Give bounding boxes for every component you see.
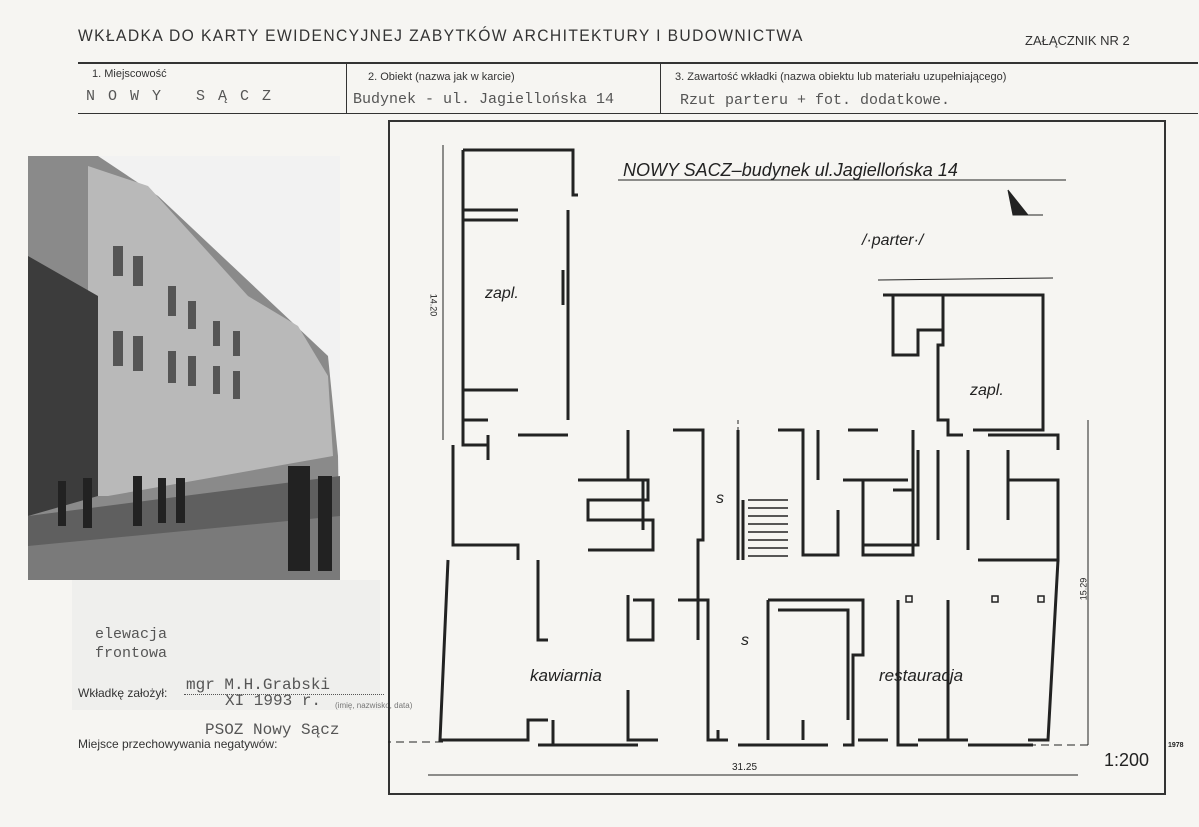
- wall: [766, 600, 850, 740]
- wall: [673, 428, 728, 742]
- wall: [858, 600, 918, 747]
- negatives-value: PSOZ Nowy Sącz: [205, 721, 340, 739]
- wall: [936, 293, 1045, 432]
- wall: [966, 433, 1060, 562]
- author-dotted-line: [184, 694, 384, 695]
- wall: [1028, 559, 1060, 742]
- author-label: Wkładkę założył:: [78, 686, 168, 700]
- date-hint: (imię, nazwisko, data): [335, 701, 413, 710]
- wall: [863, 450, 940, 547]
- dimension-left: 14.20: [428, 293, 439, 317]
- wall: [626, 690, 805, 742]
- margin-note: 1978: [1168, 742, 1184, 749]
- divider: [660, 62, 661, 114]
- photo-caption-line2: frontowa: [95, 645, 168, 662]
- dimension-right: 15.29: [1078, 577, 1089, 601]
- document-title: WKŁADKA DO KARTY EWIDENCYJNEJ ZABYTKÓW A…: [78, 26, 804, 45]
- dimension-bottom: 31.25: [732, 762, 758, 773]
- dashed-line: [388, 741, 1088, 746]
- field-value-content: Rzut parteru + fot. dodatkowe.: [680, 92, 951, 109]
- field-value-object: Budynek - ul. Jagiellońska 14: [353, 91, 615, 108]
- wall: [936, 365, 1008, 437]
- room-label: kawiarnia: [530, 666, 602, 685]
- wall: [461, 420, 568, 447]
- wall: [843, 428, 915, 492]
- date-value: XI 1993 r.: [225, 692, 322, 710]
- wall: [561, 210, 570, 420]
- wall: [626, 595, 655, 642]
- annex-number: ZAŁĄCZNIK NR 2: [1025, 33, 1130, 48]
- caption-card: [72, 580, 380, 710]
- scale-label: 1:200: [1104, 750, 1150, 770]
- facade-photo: [28, 156, 340, 580]
- floor-plan-drawing: [388, 145, 1089, 776]
- field-label-object: 2. Obiekt (nazwa jak w karcie): [368, 71, 515, 83]
- field-value-locality: N O W Y S Ą C Z: [86, 88, 274, 105]
- wall: [768, 598, 865, 747]
- wall: [918, 600, 968, 742]
- room-label: s: [716, 490, 724, 507]
- divider: [78, 113, 1198, 114]
- photo-caption-line1: elewacja: [95, 626, 168, 643]
- wall-line: [877, 277, 1054, 281]
- wall: [536, 560, 555, 745]
- floor-label: /·parter·/: [862, 232, 924, 249]
- plan-title: NOWY SACZ–budynek ul.Jagiellońska 14: [623, 160, 958, 180]
- floor-plan-frame: NOWY SACZ–budynek ul.Jagiellońska 14 /·p…: [388, 120, 1166, 795]
- wall: [463, 148, 578, 197]
- room-label: s: [741, 632, 749, 649]
- wall: [438, 559, 548, 742]
- facade-photo-image: [28, 156, 340, 580]
- wall: [861, 475, 915, 557]
- room-label: zapl.: [485, 285, 519, 302]
- room-label: zapl.: [970, 382, 1004, 399]
- room-label: restauracja: [879, 666, 964, 685]
- field-label-content: 3. Zawartość wkładki (nazwa obiektu lub …: [675, 71, 1007, 83]
- negatives-label: Miejsce przechowywania negatywów:: [78, 737, 278, 751]
- field-label-locality: 1. Miejscowość: [92, 68, 167, 80]
- wall: [883, 293, 945, 357]
- divider: [346, 62, 347, 114]
- wall: [736, 430, 745, 560]
- wall: [578, 478, 655, 552]
- north-arrow-icon: [1007, 189, 1043, 216]
- author-value: mgr M.H.Grabski: [186, 676, 331, 694]
- wall: [778, 428, 840, 557]
- wall: [451, 445, 520, 560]
- wall: [461, 150, 488, 422]
- divider: [78, 62, 1198, 64]
- wall: [463, 208, 518, 392]
